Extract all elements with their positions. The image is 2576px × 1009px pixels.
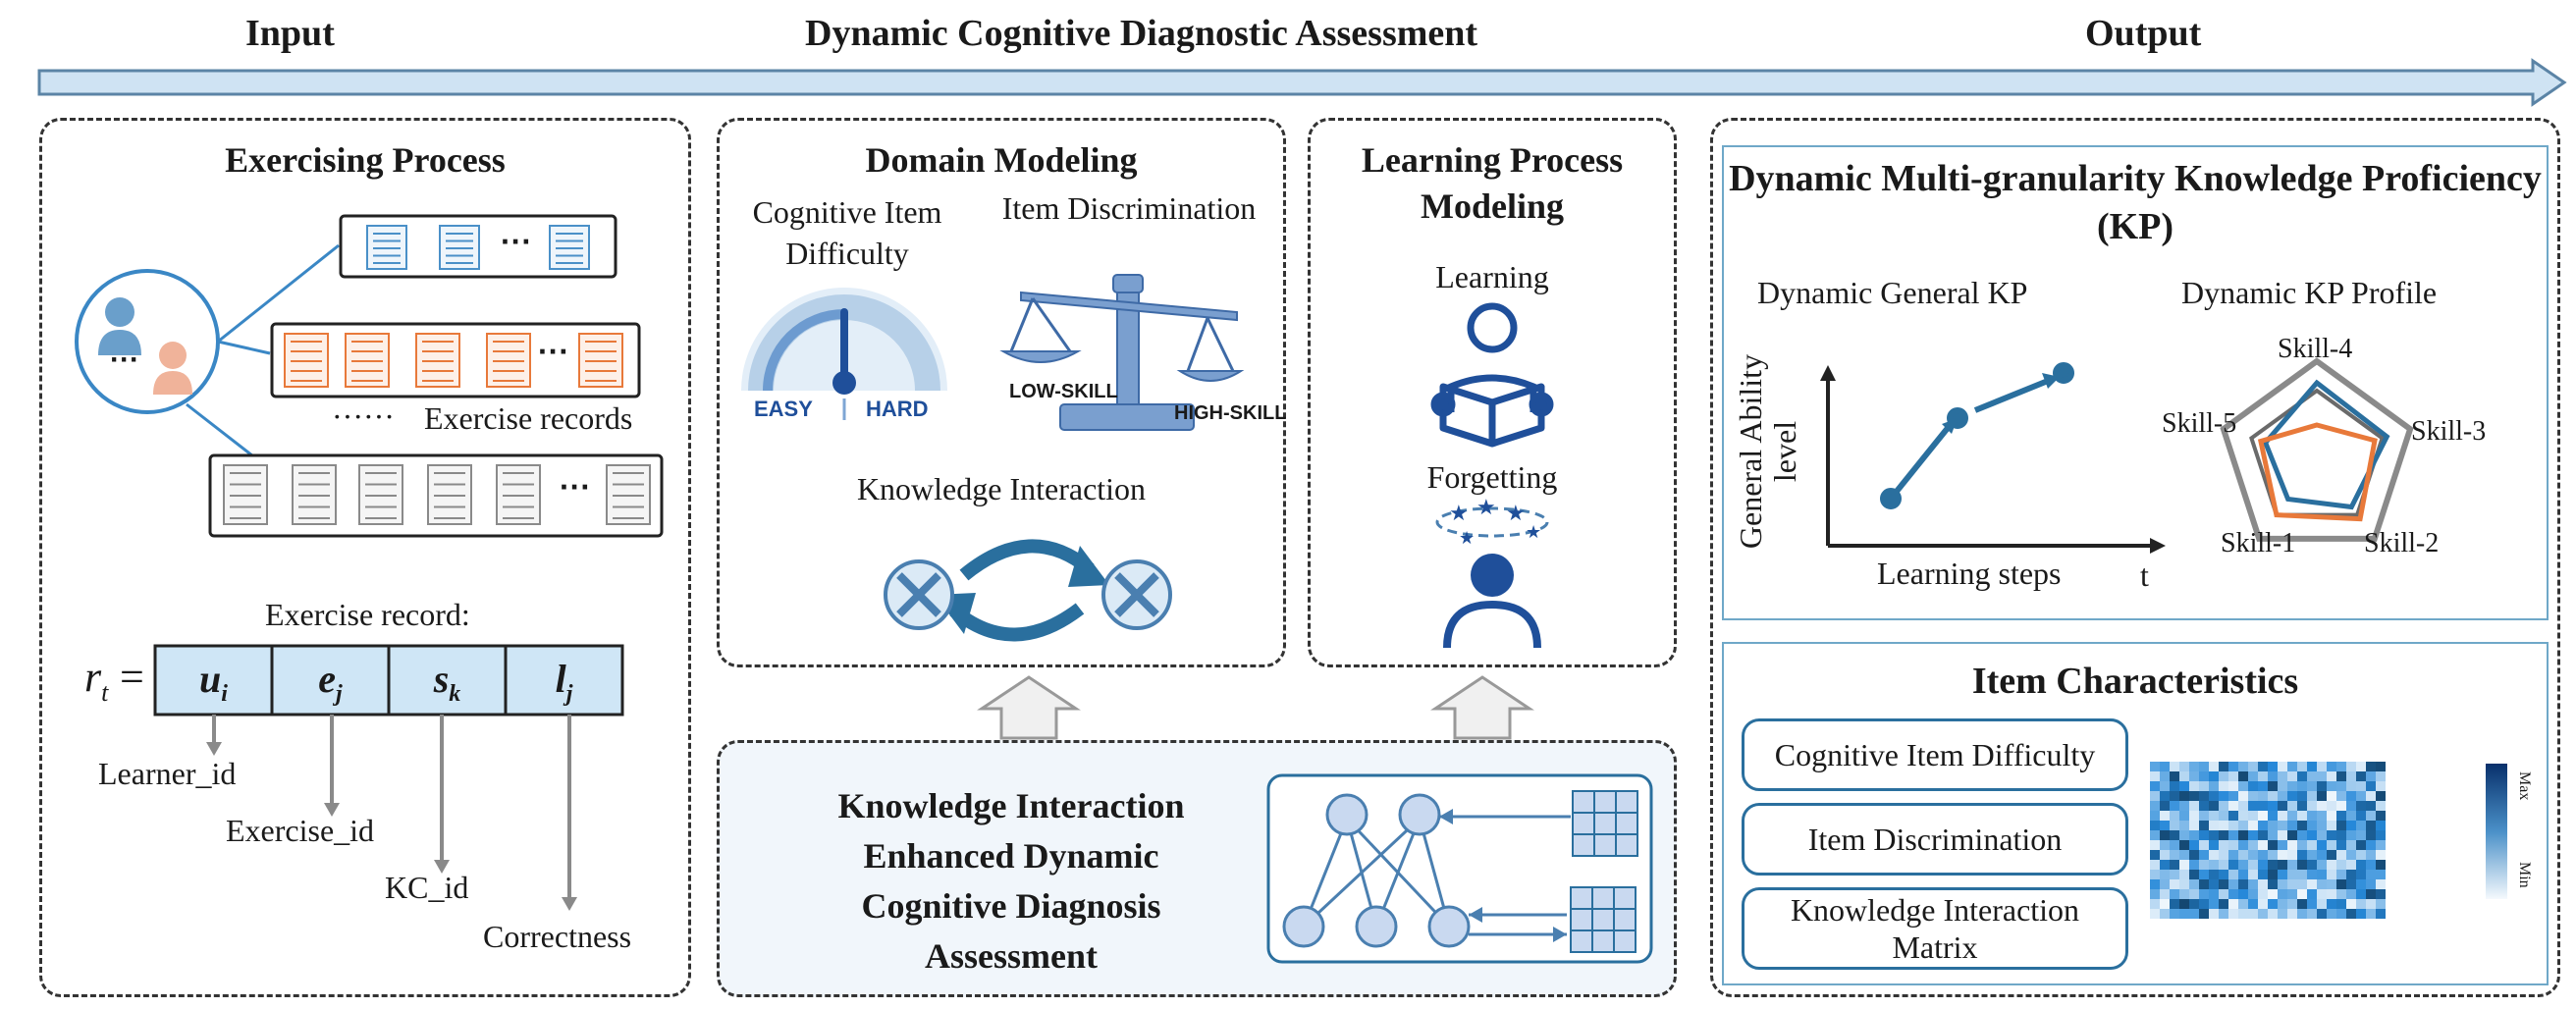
svg-text:★: ★ [1526,522,1541,542]
kiedcda-title: Knowledge Interaction Enhanced Dynamic C… [837,786,1185,977]
ellipsis-dots: ······ [332,398,395,434]
learners-dots: ··· [110,344,139,376]
radar-chart [2220,357,2414,542]
learning-title: Learning Process Modeling [1361,140,1624,226]
cell-learner: ui [199,657,228,707]
field-correctness: Correctness [483,919,632,954]
dots-row-1: ··· [501,224,532,259]
forgetting-label: Forgetting [1426,459,1558,495]
header-output: Output [2085,13,2202,54]
balance-scale-icon [999,274,1245,431]
kp-title: Dynamic Multi-granularity Knowledge Prof… [1729,158,2542,248]
xlabel: Learning steps [1877,556,2062,591]
t-label: t [2140,558,2149,593]
skill-5: Skill-5 [2162,408,2237,439]
svg-text:★: ★ [1506,501,1526,525]
kp-box [1722,145,2549,620]
doc-icons-orange [284,333,623,388]
cell-correctness: lj [555,657,573,707]
reading-person-icon [1430,302,1554,448]
exercising-panel [39,118,691,997]
skill-2: Skill-2 [2364,528,2440,558]
heatmap [2150,762,2386,919]
svg-text:★: ★ [1459,528,1475,548]
domain-title: Domain Modeling [865,140,1138,180]
dots-row-3: ··· [560,469,591,504]
scale-low: LOW-SKILL [1009,381,1118,402]
formula-lhs: rt [84,653,109,707]
cbar-max: Max [2516,771,2533,801]
output-panel [1710,118,2560,997]
tools-icon-left [884,559,954,630]
field-exercise-id: Exercise_id [226,813,375,848]
forgetting-person-icon: ★ ★ ★ ★ ★ [1435,495,1549,649]
exercise-record-caption: Exercise record: [265,597,470,632]
learning-panel [1308,118,1677,667]
gauge-hard: HARD [866,397,929,421]
flow-arrow [37,58,2567,107]
colorbar [2486,764,2507,899]
cell-exercise: ej [318,657,343,707]
doc-icons-gray [223,464,651,525]
learner-blue-icon [98,297,141,355]
item-box [1722,642,2549,985]
doc-icons-blue [366,225,590,270]
general-kp-label: Dynamic General KP [1757,275,2028,310]
interaction-label: Knowledge Interaction [856,471,1147,506]
learner-orange-icon [153,342,192,395]
cbar-min: Min [2516,862,2533,888]
scale-high: HIGH-SKILL [1174,402,1287,424]
up-arrow-right [1430,675,1534,740]
svg-text:★: ★ [1449,501,1469,525]
up-arrow-left [977,675,1081,740]
skill-1: Skill-1 [2221,528,2296,558]
item-discrimination-pill: Item Discrimination [1742,803,2128,876]
header-input: Input [245,13,335,54]
gauge-icon [741,288,947,420]
field-kc-id: KC_id [385,870,469,905]
field-learner-id: Learner_id [98,756,237,791]
item-difficulty-pill: Cognitive Item Difficulty [1742,718,2128,791]
exercise-records-label: Exercise records [424,400,633,436]
knowledge-matrix-pill: Knowledge Interaction Matrix [1742,887,2128,970]
domain-panel [717,118,1286,667]
svg-text:★: ★ [1476,495,1496,519]
discrimination-label: Item Discrimination [1001,190,1257,226]
tools-icon-right [1101,559,1172,630]
skill-3: Skill-3 [2411,416,2487,447]
cell-skill: sk [433,657,461,707]
learning-label: Learning [1435,259,1549,294]
item-title: Item Characteristics [1971,661,2299,702]
formula-eq: = [120,653,144,701]
difficulty-label: Cognitive Item Difficulty [752,194,942,271]
exercising-title: Exercising Process [225,140,506,180]
dots-row-2: ··· [538,334,569,369]
gauge-easy: EASY [754,397,813,421]
kp-profile-label: Dynamic KP Profile [2181,275,2438,310]
skill-4: Skill-4 [2278,334,2353,364]
header-middle: Dynamic Cognitive Diagnostic Assessment [805,13,1478,54]
